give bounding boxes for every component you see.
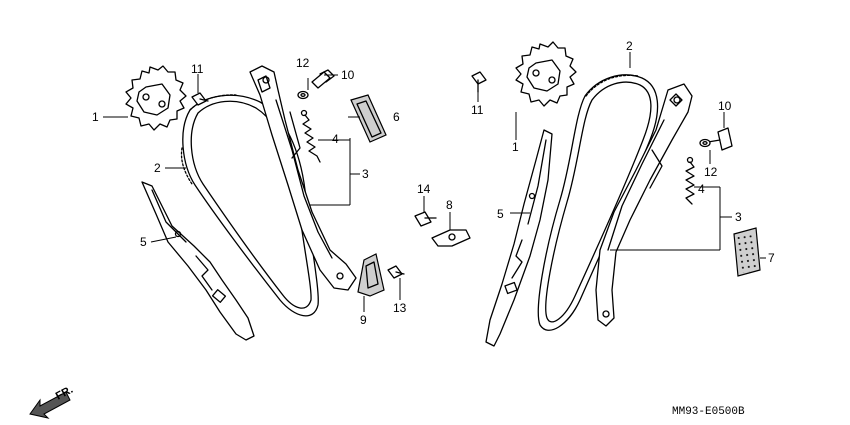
cam-chain-right bbox=[537, 74, 659, 331]
callout-12-right: 12 bbox=[704, 165, 718, 179]
tensioner-arm-right bbox=[595, 83, 693, 327]
callout-5-left: 5 bbox=[140, 235, 147, 249]
callout-2-right: 2 bbox=[626, 39, 633, 53]
washer-12-right bbox=[699, 138, 711, 148]
callout-4-left: 4 bbox=[332, 132, 339, 146]
bolt-10-left bbox=[311, 69, 335, 89]
washer-12-left bbox=[297, 90, 309, 100]
bolt-10-right bbox=[707, 127, 733, 151]
callout-1-left: 1 bbox=[92, 110, 99, 124]
callout-3-left: 3 bbox=[362, 167, 369, 181]
cam-sprocket-left bbox=[125, 65, 187, 131]
leader-lines-left bbox=[103, 74, 451, 312]
callout-2-left: 2 bbox=[154, 161, 161, 175]
chain-guide-right bbox=[485, 129, 553, 347]
front-arrow-icon bbox=[29, 391, 71, 419]
callout-13: 13 bbox=[393, 301, 407, 315]
callout-5-right: 5 bbox=[497, 207, 504, 221]
cam-sprocket-right bbox=[515, 41, 577, 107]
callout-11-left: 11 bbox=[191, 62, 204, 76]
callout-4-right: 4 bbox=[698, 182, 705, 196]
slipper-9 bbox=[357, 253, 385, 297]
callout-10-left: 10 bbox=[341, 68, 355, 82]
leader-lines-right bbox=[477, 52, 766, 259]
right-assembly: 1 2 3 4 5 7 10 11 12 bbox=[471, 39, 775, 347]
bolt-11-left bbox=[191, 92, 209, 106]
bracket-8 bbox=[431, 229, 471, 247]
slipper-6 bbox=[350, 94, 387, 143]
bolt-11-right bbox=[471, 71, 487, 93]
front-label: FR. bbox=[54, 384, 75, 403]
front-direction-indicator: FR. bbox=[29, 384, 75, 419]
callout-10-right: 10 bbox=[718, 99, 732, 113]
drawing-code: MM93-E0500B bbox=[672, 406, 745, 418]
bolt-13 bbox=[387, 265, 405, 279]
callout-3-right: 3 bbox=[735, 210, 742, 224]
left-assembly: 1 2 3 4 5 6 9 10 11 12 13 14 8 bbox=[92, 56, 471, 341]
callout-7: 7 bbox=[768, 251, 775, 265]
tensioner-spring-left bbox=[300, 109, 321, 163]
tensioner-spring-right bbox=[685, 156, 695, 205]
bolt-14 bbox=[414, 211, 437, 227]
callout-8: 8 bbox=[446, 198, 453, 212]
callout-11-right: 11 bbox=[471, 103, 484, 117]
callout-14: 14 bbox=[417, 182, 431, 196]
tensioner-arm-left bbox=[249, 65, 357, 291]
callout-12-left: 12 bbox=[296, 56, 310, 70]
cam-chain-left bbox=[180, 94, 319, 317]
slipper-7 bbox=[733, 227, 761, 277]
callout-6: 6 bbox=[393, 110, 400, 124]
callout-1-right: 1 bbox=[512, 140, 519, 154]
chain-guide-left bbox=[141, 181, 255, 341]
callout-9: 9 bbox=[360, 313, 367, 327]
